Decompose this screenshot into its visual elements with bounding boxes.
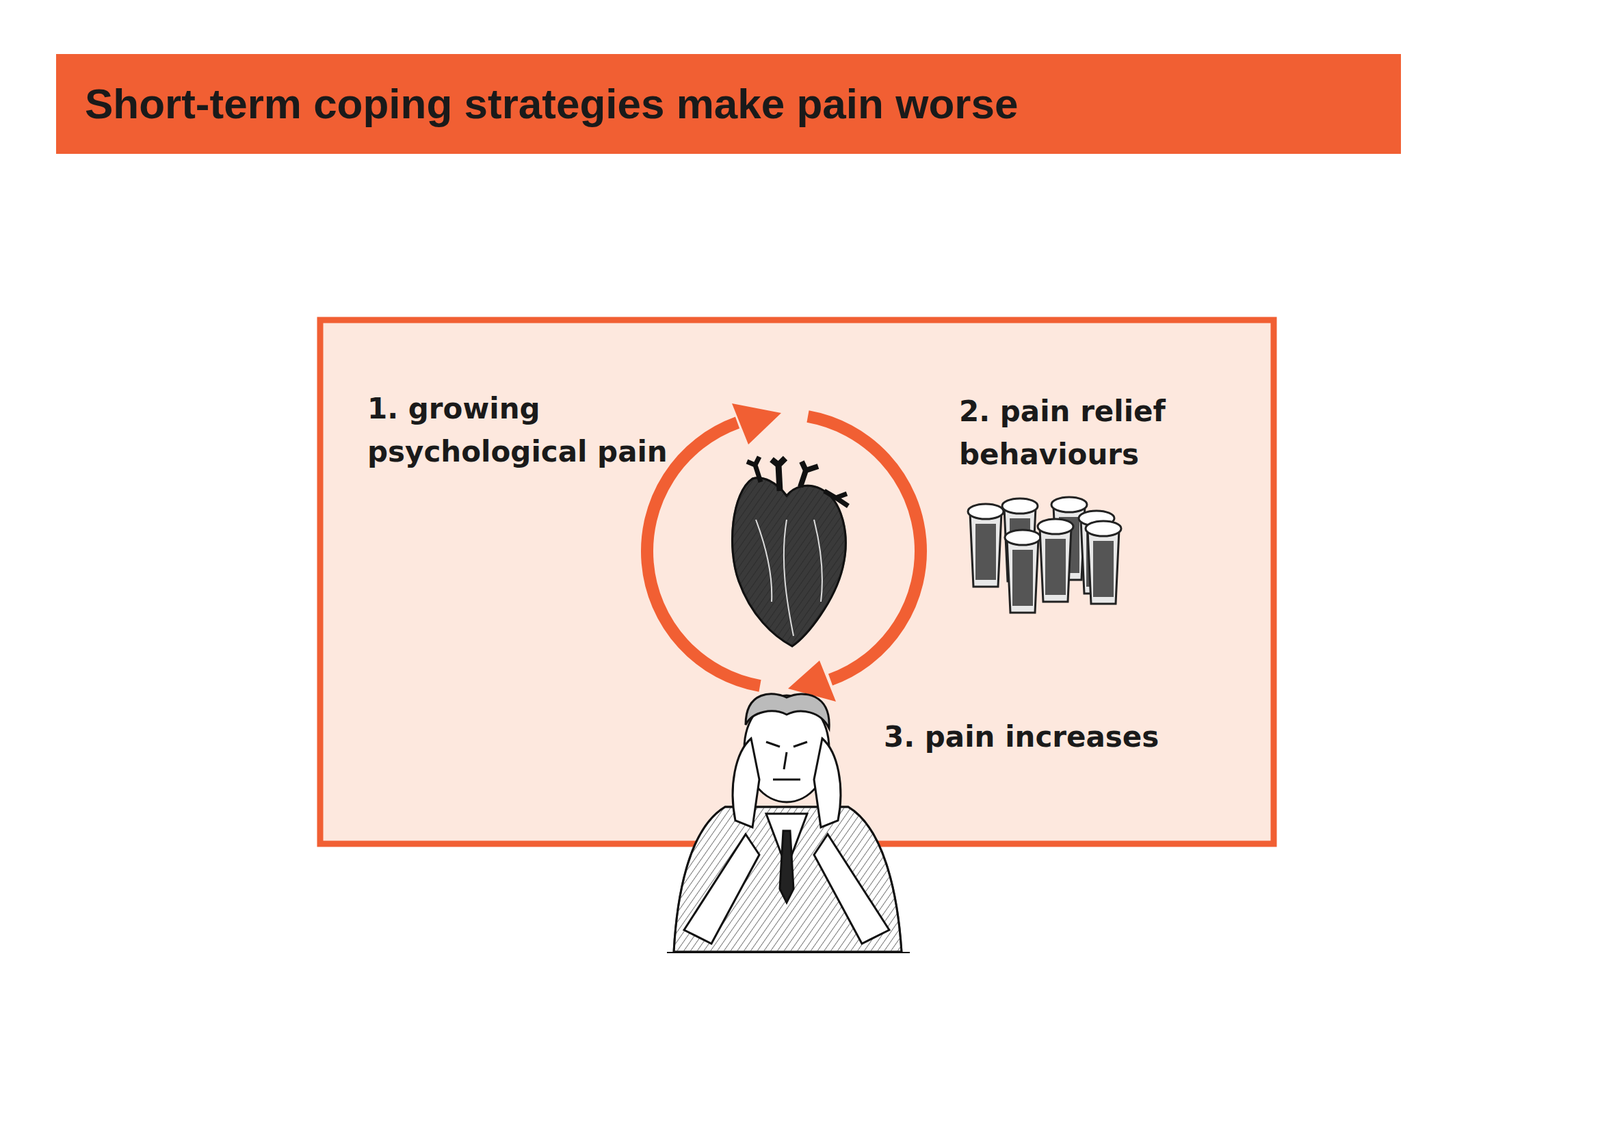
beer-glass: [1087, 530, 1120, 605]
title-text: Short-term coping strategies make pain w…: [84, 79, 1018, 128]
beer-fill: [975, 523, 996, 581]
beer-foam: [1051, 497, 1087, 513]
beer-fill: [1045, 539, 1066, 596]
beer-glass: [969, 513, 1002, 587]
beer-glasses: [967, 497, 1122, 613]
title-band: [56, 54, 1401, 154]
step-label: 3. pain increases: [883, 715, 1159, 759]
step-label: 1. growing psychological pain: [367, 387, 687, 474]
beer-fill: [1093, 541, 1114, 598]
beer-foam: [1037, 519, 1074, 535]
beer-glass: [1006, 539, 1039, 613]
beer-foam: [1004, 530, 1041, 546]
heart-drawing: [731, 456, 849, 647]
panel: [320, 320, 1274, 845]
beer-glass: [1039, 528, 1072, 602]
beer-foam: [1002, 498, 1038, 514]
beer-foam: [1085, 521, 1122, 537]
beer-fill: [1012, 549, 1033, 607]
beer-foam: [967, 504, 1004, 520]
man-figure: [666, 694, 910, 953]
step-label: 2. pain relief behaviours: [959, 389, 1206, 477]
cycle-arrows: [647, 403, 921, 702]
